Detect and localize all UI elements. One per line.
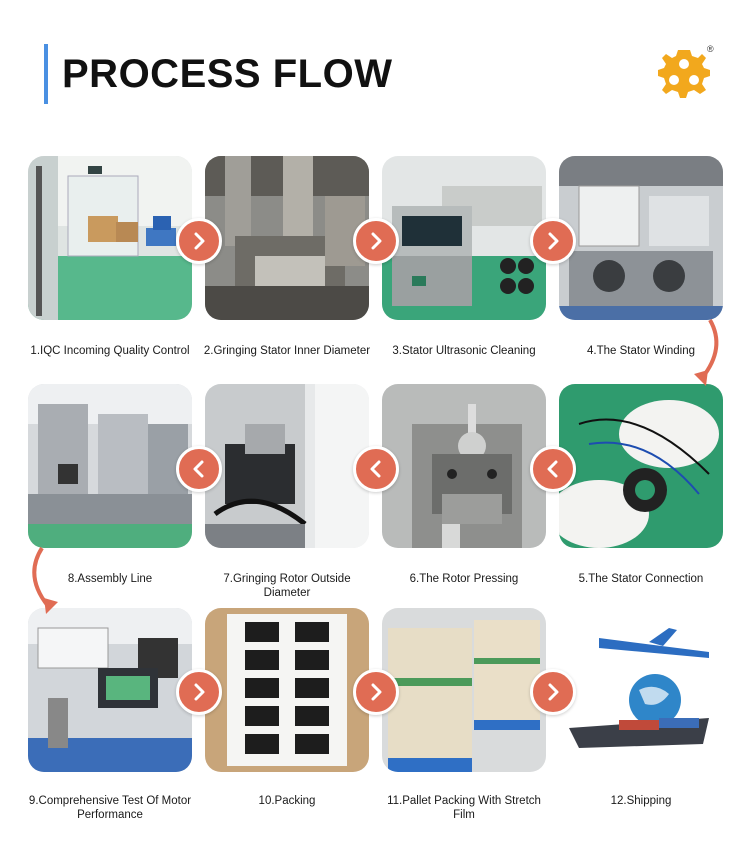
warehouse-photo bbox=[28, 156, 192, 320]
arrow-right bbox=[353, 669, 399, 715]
arrow-right bbox=[530, 669, 576, 715]
chevron-right-icon bbox=[194, 232, 205, 250]
arrow-right bbox=[530, 218, 576, 264]
step-label: 4.The Stator Winding bbox=[586, 345, 696, 357]
arrow-right bbox=[353, 218, 399, 264]
assembly-line-photo bbox=[28, 384, 192, 548]
arrow-left bbox=[176, 446, 222, 492]
curved-connector-left bbox=[32, 546, 58, 614]
gloved-hands-stator-photo bbox=[559, 384, 723, 548]
chevron-right-icon bbox=[194, 683, 205, 701]
step-label: 8.Assembly Line bbox=[67, 573, 153, 585]
arrow-right bbox=[176, 218, 222, 264]
step-label: 10.Packing bbox=[258, 795, 316, 807]
step-label: 3.Stator Ultrasonic Cleaning bbox=[392, 345, 536, 357]
step-label: 2.Gringing Stator Inner Diameter bbox=[203, 345, 371, 357]
chevron-left-icon bbox=[193, 460, 204, 478]
gear-triangle-logo-icon bbox=[658, 50, 710, 98]
step-label: 1.IQC Incoming Quality Control bbox=[30, 345, 190, 357]
plane-ship-globe-photo bbox=[559, 608, 723, 772]
step-label: 5.The Stator Connection bbox=[578, 573, 704, 585]
test-bench-photo bbox=[28, 608, 192, 772]
chevron-right-icon bbox=[548, 683, 559, 701]
rotor-press-photo bbox=[382, 384, 546, 548]
ultrasonic-cleaner-photo bbox=[382, 156, 546, 320]
chevron-right-icon bbox=[548, 232, 559, 250]
chevron-right-icon bbox=[371, 232, 382, 250]
winding-machine-photo bbox=[559, 156, 723, 320]
step-label: 11.Pallet Packing With Stretch Film bbox=[387, 795, 541, 821]
step-label: 7.Gringing Rotor Outside Diameter bbox=[223, 573, 351, 599]
arrow-left bbox=[353, 446, 399, 492]
arrow-right bbox=[176, 669, 222, 715]
title-accent-bar bbox=[44, 44, 48, 104]
motors-in-box-photo bbox=[205, 608, 369, 772]
step-label: 9.Comprehensive Test Of Motor Performanc… bbox=[28, 795, 192, 821]
chevron-left-icon bbox=[370, 460, 381, 478]
step-label: 12.Shipping bbox=[610, 795, 672, 807]
page-title: PROCESS FLOW bbox=[62, 52, 393, 96]
chevron-right-icon bbox=[371, 683, 382, 701]
chevron-left-icon bbox=[547, 460, 558, 478]
curved-connector-right bbox=[694, 319, 719, 386]
step-label: 6.The Rotor Pressing bbox=[409, 573, 519, 585]
registered-mark: ® bbox=[707, 44, 714, 54]
grinding-machine-photo bbox=[205, 156, 369, 320]
pallet-photo bbox=[382, 608, 546, 772]
arrow-left bbox=[530, 446, 576, 492]
rotor-grinder-photo bbox=[205, 384, 369, 548]
